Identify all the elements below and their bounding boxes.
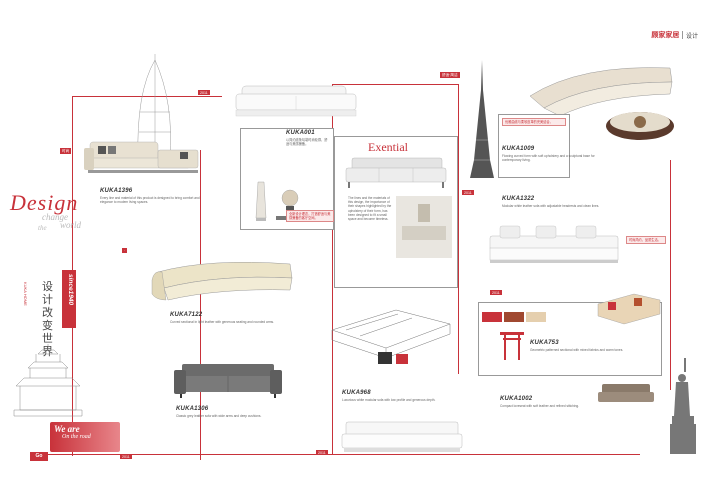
tag-time: 时尚 [60,148,72,154]
change-word: change [42,212,68,222]
kuka968-desc: Luxurious white modular sofa with low pr… [342,398,436,402]
timeline-line [458,84,459,374]
timeline-line [332,84,333,454]
kuka968-model: KUKA968 [342,390,371,396]
design-title: Design change the world [10,190,81,232]
world-word: world [60,220,82,230]
sofa-kuka1306-image [174,364,282,398]
kuka1322-desc: Modular white leather sofa with adjustab… [502,204,600,208]
brand-section: 设计 [685,33,698,40]
red-note-3: 时尚简约，品质生活。 [626,236,666,245]
tag-2011-b: 2011 [462,190,474,195]
sofa-kuka968-image [341,421,463,452]
design-word: Design [10,190,79,215]
since-text: since1940 [67,274,74,306]
timeline-line [670,160,671,390]
kuka1396-desc: Every line and material of this product … [100,196,200,205]
tag-2011-a: 2011 [198,90,210,95]
room-decor-image [396,196,452,258]
kuka001-desc: 以简约线条勾勒时尚轮廓，舒适与美感兼备。 [286,138,328,147]
kuka7122-model: KUKA7122 [170,312,203,318]
tower-sketch [470,60,494,178]
timeline-line [200,150,201,460]
timeline-line [72,96,222,97]
go-button[interactable]: Go [30,452,48,461]
statue-sketch [670,358,696,454]
tag-2011-c: 2011 [490,290,502,295]
tag-comfort: 舒适·简洁 [440,72,460,78]
since-badge: since1940 [62,270,76,328]
exential-title: Exential [368,140,408,154]
kuka001-model: KUKA001 [286,130,315,136]
we-are-badge: We are On the road [50,422,120,452]
sofa-kuka1322-image [489,225,619,263]
sofa-kuka753-image [597,293,661,325]
brand-logo: 顾家家居 设计 [651,30,698,40]
kuka-home-label: KUKA HOME [23,282,28,306]
tag-dot: · [122,248,128,253]
red-note-2: 优雅曲线与柔软皮革的完美结合。 [502,118,566,127]
tag-2011-e: 2011 [316,450,328,455]
kuka1002-desc: Compact loveseat with soft leather and r… [500,404,580,408]
tag-2011-d: 2011 [120,454,132,459]
sofa-sketch-drawing [331,309,451,364]
sofa-kuka001-image [235,85,357,117]
red-note-1: 全新设计理念，打造舒适与美感兼备的客厅空间。 [286,210,334,223]
kuka1306-desc: Classic grey leather sofa with wide arms… [176,414,262,418]
kuka1009-model: KUKA1009 [502,146,535,152]
timeline-line [40,454,640,455]
temple-sketch [13,344,83,417]
kuka753-desc: Geometric patterned sectional with mixed… [530,348,624,352]
kuka1396-model: KUKA1396 [100,188,133,194]
sofa-kuka1002-image [598,384,654,402]
the-word: the [38,224,47,232]
fabric-swatch [526,312,546,322]
exential-text: The lines and the materials of this desi… [348,196,392,222]
kuka1322-model: KUKA1322 [502,196,535,202]
timeline-line [332,84,458,85]
gate-sketch [500,332,524,360]
kuka1009-desc: Flowing curved form with soft upholstery… [502,154,595,163]
kuka1306-model: KUKA1306 [176,406,209,412]
swatch-row [482,312,546,322]
sofa-kuka1396-image [84,141,199,173]
sofa-kuka1009-image [529,67,674,140]
cn-slogan: 设计改变世界 [42,280,53,358]
brand-logo-text: 顾家家居 [651,32,680,39]
fabric-swatch [482,312,502,322]
fabric-swatch [504,312,524,322]
sofa-kuka7122-image [151,261,293,301]
kuka753-model: KUKA753 [530,340,559,346]
kuka7122-desc: Curved sectional in light leather with g… [170,320,275,324]
sofa-exential-image [345,157,447,188]
kuka1002-model: KUKA1002 [500,396,533,402]
